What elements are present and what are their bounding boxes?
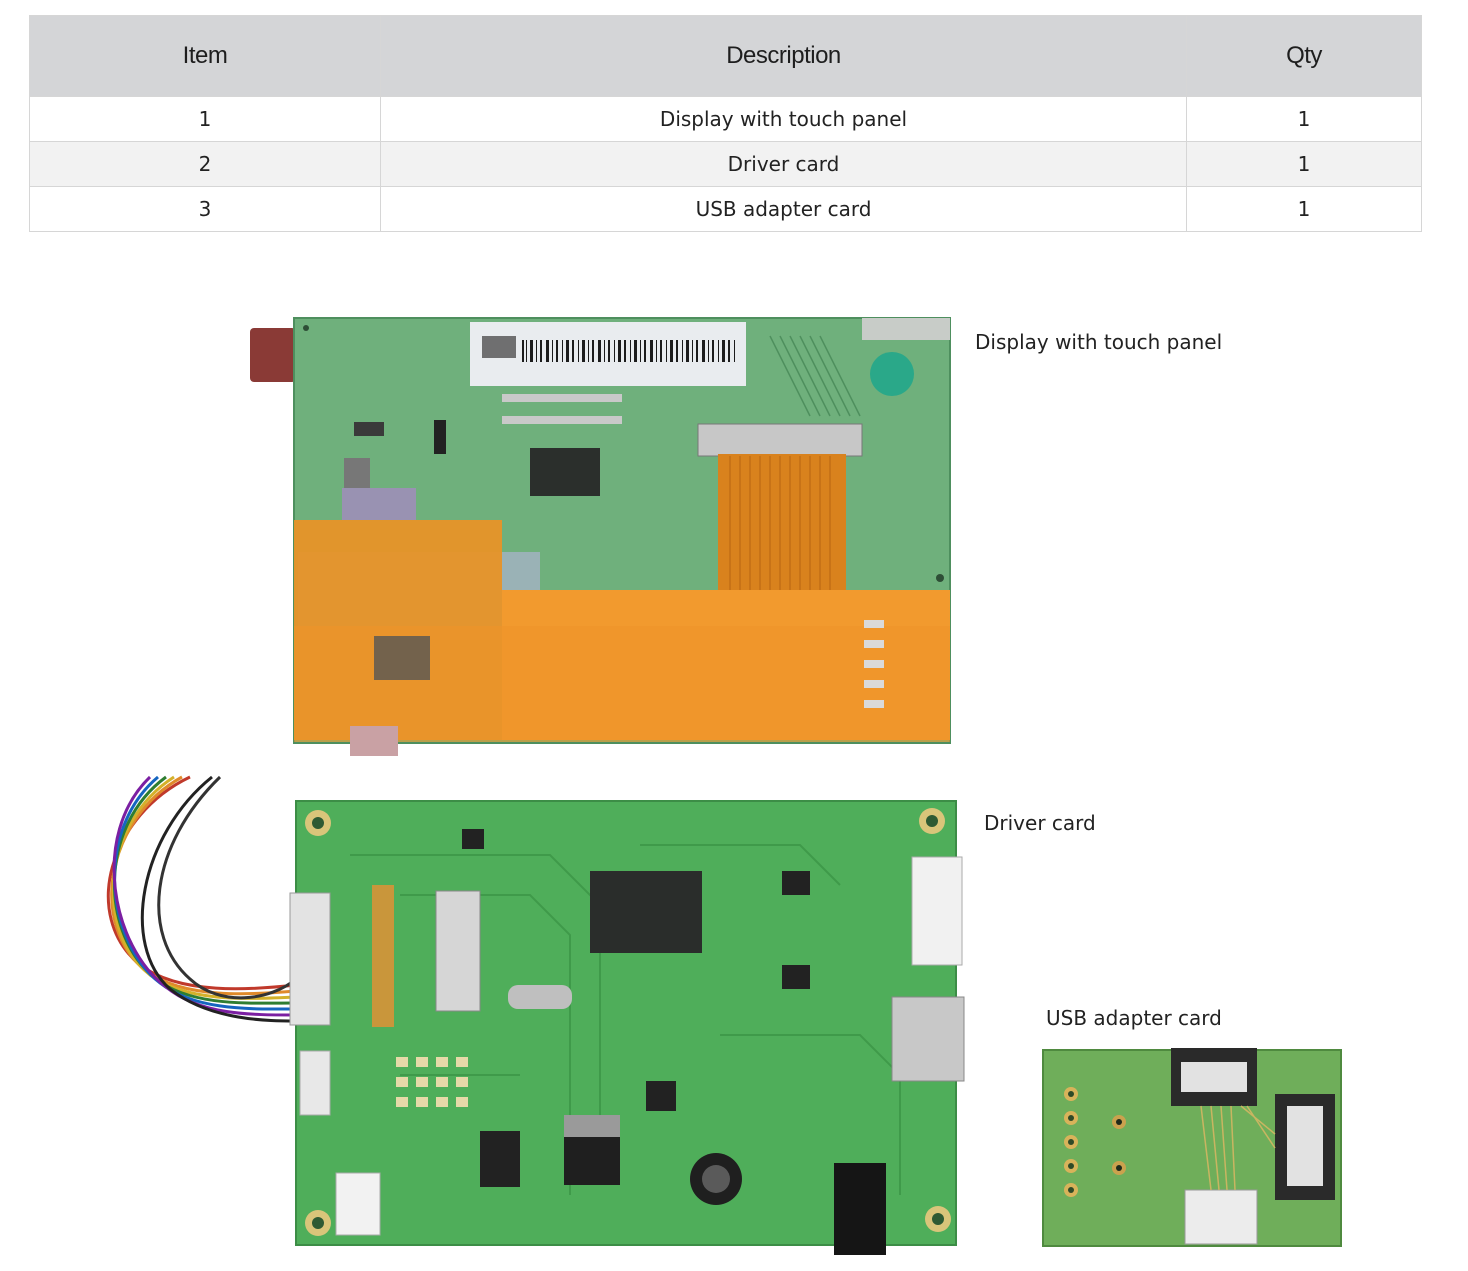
driver-card-caption: Driver card: [984, 811, 1096, 835]
cell-qty: 1: [1186, 141, 1422, 187]
display-caption: Display with touch panel: [975, 330, 1223, 354]
display-photo: [250, 316, 952, 760]
cell-item: 3: [29, 186, 381, 232]
driver-card-photo: [100, 775, 966, 1257]
cell-description: Display with touch panel: [380, 96, 1187, 142]
header-qty: Qty: [1186, 15, 1422, 97]
header-item: Item: [29, 15, 381, 97]
table-header-row: Item Description Qty: [29, 15, 1422, 97]
cell-qty: 1: [1186, 96, 1422, 142]
cell-description: Driver card: [380, 141, 1187, 187]
usb-adapter-photo: [1041, 1044, 1343, 1250]
header-description: Description: [380, 15, 1187, 97]
table-row: 2 Driver card 1: [29, 141, 1422, 187]
cell-item: 1: [29, 96, 381, 142]
parts-table: Item Description Qty 1 Display with touc…: [29, 15, 1422, 232]
cell-description: USB adapter card: [380, 186, 1187, 232]
usb-adapter-caption: USB adapter card: [1046, 1006, 1222, 1030]
cell-qty: 1: [1186, 186, 1422, 232]
cell-item: 2: [29, 141, 381, 187]
table-row: 1 Display with touch panel 1: [29, 96, 1422, 142]
table-row: 3 USB adapter card 1: [29, 186, 1422, 232]
